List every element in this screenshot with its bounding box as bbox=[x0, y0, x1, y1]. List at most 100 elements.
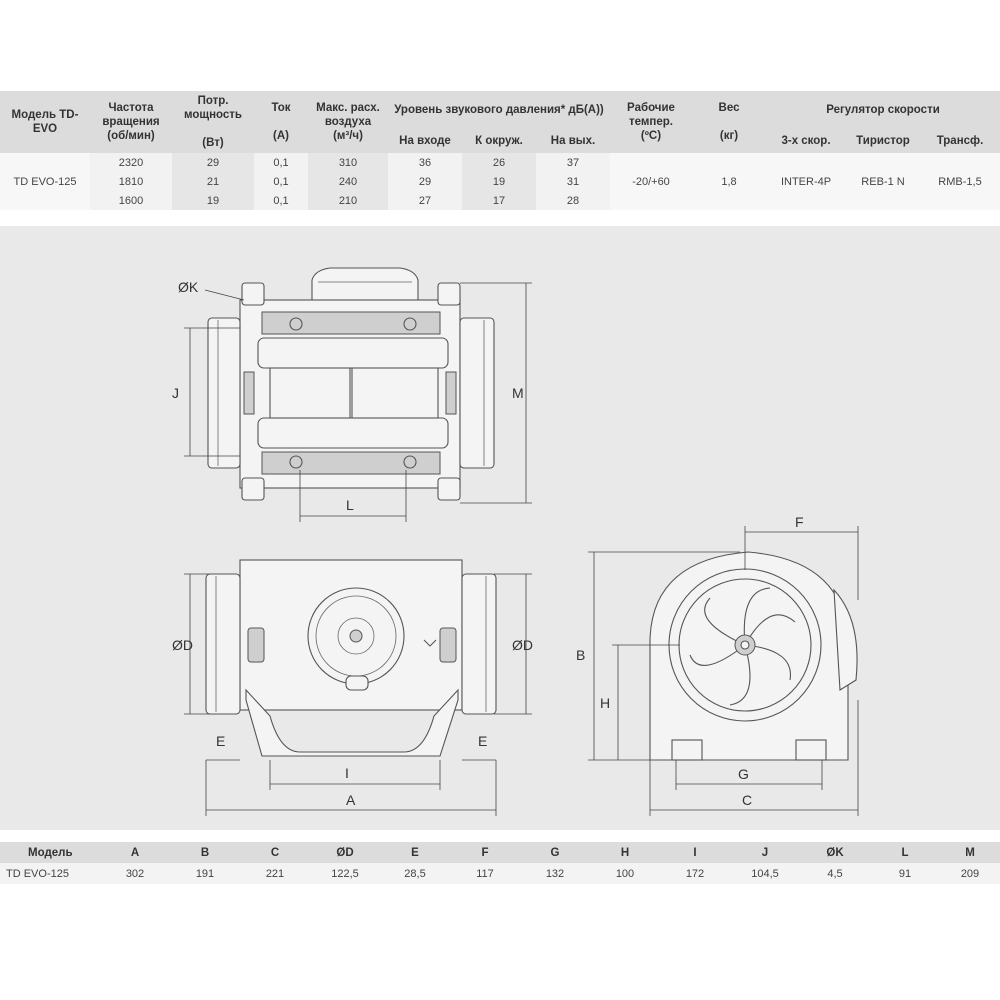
header-temp-title: Рабочие темпер. bbox=[627, 102, 675, 128]
header-airflow-unit: (м³/ч) bbox=[333, 130, 363, 142]
front-view-stand bbox=[245, 688, 459, 757]
cell-reg-3speed: INTER-4P bbox=[766, 153, 846, 210]
dim-j-label: J bbox=[172, 385, 179, 401]
top-view-bracket-tl bbox=[241, 282, 265, 306]
dim-i-label: I bbox=[345, 765, 349, 781]
dim-c-label: C bbox=[742, 792, 752, 808]
cell-airflow: 310 bbox=[308, 153, 388, 172]
table-row: 1810 21 0,1 240 29 19 31 bbox=[0, 172, 1000, 191]
cell-current: 0,1 bbox=[254, 172, 308, 191]
dim-cell-k: 4,5 bbox=[800, 863, 870, 884]
cell-sound-env: 17 bbox=[462, 191, 536, 210]
cell-sound-env: 26 bbox=[462, 153, 536, 172]
header-power-title: Потр. мощность bbox=[184, 95, 242, 121]
dim-g-label: G bbox=[738, 766, 749, 782]
dim-e-right-label: E bbox=[478, 733, 487, 749]
top-view-latch-left bbox=[243, 371, 255, 415]
cell-sound-in: 29 bbox=[388, 172, 462, 191]
header-sound-in: На входе bbox=[388, 128, 462, 153]
top-view-bolt bbox=[289, 317, 303, 331]
cell-speed: 2320 bbox=[90, 153, 172, 172]
header-sound-out: На вых. bbox=[536, 128, 610, 153]
front-view-terminal-box bbox=[345, 675, 369, 691]
header-reg-3speed: 3-х скор. bbox=[766, 128, 846, 153]
cell-temp: -20/+60 bbox=[610, 153, 692, 210]
top-view-bracket-bl bbox=[241, 477, 265, 501]
cell-current: 0,1 bbox=[254, 191, 308, 210]
header-weight-unit: (кг) bbox=[719, 130, 739, 142]
cell-power: 29 bbox=[172, 153, 254, 172]
dim-header-g: G bbox=[520, 842, 590, 863]
dim-cell-b: 191 bbox=[170, 863, 240, 884]
top-view-spigot-right bbox=[459, 317, 495, 469]
dim-d-right-label: ØD bbox=[512, 637, 533, 653]
dim-e-left-label: E bbox=[216, 733, 225, 749]
front-view-motor-hub bbox=[337, 617, 375, 655]
header-temp: Рабочие темпер.(ºC) bbox=[610, 91, 692, 153]
dim-cell-f: 117 bbox=[450, 863, 520, 884]
top-view-section-left bbox=[269, 367, 351, 419]
header-airflow-title: Макс. расх. воздуха bbox=[316, 102, 380, 128]
top-view-band-top bbox=[257, 337, 449, 369]
dim-a-label: A bbox=[346, 792, 356, 808]
dim-header-j: J bbox=[730, 842, 800, 863]
end-view: F B H G C bbox=[576, 514, 859, 816]
cell-current: 0,1 bbox=[254, 153, 308, 172]
cell-airflow: 210 bbox=[308, 191, 388, 210]
cell-sound-env: 19 bbox=[462, 172, 536, 191]
dim-header-c: C bbox=[240, 842, 310, 863]
front-view-clamp-left bbox=[247, 627, 265, 663]
top-view-motor-cover bbox=[311, 267, 419, 303]
top-view-latch-right bbox=[445, 371, 457, 415]
front-view-spigot-right bbox=[461, 573, 497, 715]
header-sound: Уровень звукового давления* дБ(А)) bbox=[388, 91, 610, 129]
cell-weight: 1,8 bbox=[692, 153, 766, 210]
cell-speed: 1810 bbox=[90, 172, 172, 191]
header-reg-transf: Трансф. bbox=[920, 128, 1000, 153]
dim-b-label: B bbox=[576, 647, 585, 663]
end-view-foot-left bbox=[671, 739, 703, 761]
header-reg-thyristor: Тиристор bbox=[846, 128, 920, 153]
top-view-bolt bbox=[289, 455, 303, 469]
top-view-spigot-left bbox=[207, 317, 241, 469]
cell-speed: 1600 bbox=[90, 191, 172, 210]
dim-header-k: ØK bbox=[800, 842, 870, 863]
table-row: TD EVO-125 302 191 221 122,5 28,5 117 13… bbox=[0, 863, 1000, 884]
cell-sound-in: 27 bbox=[388, 191, 462, 210]
dim-k-label: ØK bbox=[178, 279, 199, 295]
dim-header-m: M bbox=[940, 842, 1000, 863]
cell-reg-thyristor: REB-1 N bbox=[846, 153, 920, 210]
dim-cell-e: 28,5 bbox=[380, 863, 450, 884]
header-model: Модель TD-EVO bbox=[0, 91, 90, 153]
dim-cell-c: 221 bbox=[240, 863, 310, 884]
cell-model: TD EVO-125 bbox=[0, 153, 90, 210]
dim-header-h: H bbox=[590, 842, 660, 863]
dim-header-model: Модель bbox=[0, 842, 100, 863]
top-view-section-right bbox=[351, 367, 439, 419]
cell-sound-out: 37 bbox=[536, 153, 610, 172]
dim-cell-g: 132 bbox=[520, 863, 590, 884]
top-view-bracket-tr bbox=[437, 282, 461, 306]
header-airflow: Макс. расх. воздуха (м³/ч) bbox=[308, 91, 388, 153]
dimensions-table: Модель A B C ØD E F G H I J ØK L M TD EV… bbox=[0, 842, 1000, 884]
front-view-motor-center bbox=[349, 629, 363, 643]
dim-header-e: E bbox=[380, 842, 450, 863]
header-speed: Частота вращения (об/мин) bbox=[90, 91, 172, 153]
end-view-foot-right bbox=[795, 739, 827, 761]
spec-table: Модель TD-EVO Частота вращения (об/мин) … bbox=[0, 91, 1000, 210]
header-power-unit: (Вт) bbox=[202, 137, 224, 149]
cell-airflow: 240 bbox=[308, 172, 388, 191]
top-view: J M L ØK bbox=[172, 267, 532, 522]
dim-cell-m: 209 bbox=[940, 863, 1000, 884]
dim-k-leader bbox=[204, 289, 245, 301]
top-view-rail-top bbox=[261, 311, 441, 335]
dim-header-b: B bbox=[170, 842, 240, 863]
dim-cell-d: 122,5 bbox=[310, 863, 380, 884]
header-sound-env: К окруж. bbox=[462, 128, 536, 153]
top-view-bolt bbox=[403, 455, 417, 469]
header-power: Потр. мощность (Вт) bbox=[172, 91, 254, 153]
front-view-clamp-right bbox=[439, 627, 457, 663]
dim-cell-j: 104,5 bbox=[730, 863, 800, 884]
header-current-title: Ток bbox=[271, 102, 291, 114]
top-view-band-bottom bbox=[257, 417, 449, 449]
